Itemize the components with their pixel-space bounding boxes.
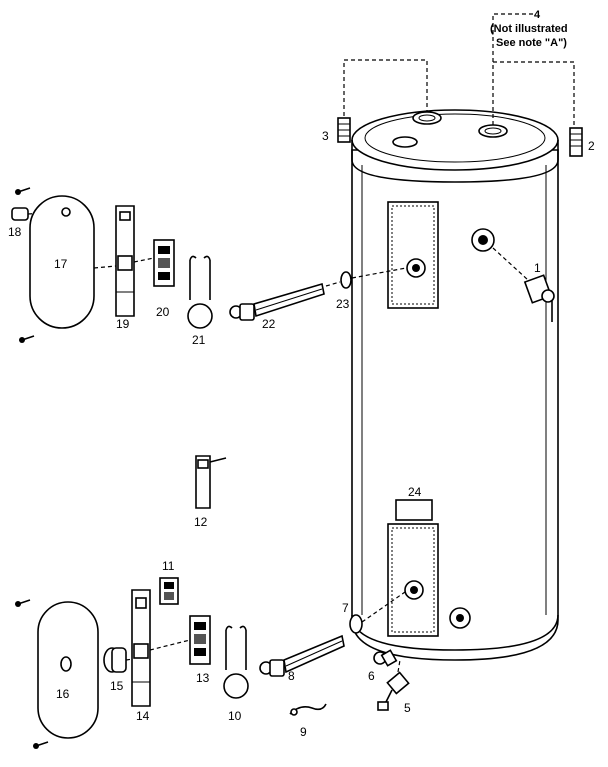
- label-16: 16: [56, 687, 70, 701]
- note-4-line-2: See note "A"): [496, 37, 567, 49]
- screw-icon: [19, 335, 35, 343]
- thermostat-part-13: [189, 615, 211, 665]
- label-15: 15: [110, 679, 124, 693]
- gasket-part-23: [340, 271, 352, 289]
- note-4-line-1: (Not illustrated: [490, 23, 568, 35]
- relief-valve-part-1: [492, 247, 555, 322]
- heating-element-part-8: [259, 634, 345, 677]
- label-8: 8: [288, 669, 295, 683]
- label-24: 24: [408, 485, 422, 499]
- nipple-part-3: [337, 117, 351, 143]
- access-cover-part-17: [29, 195, 95, 329]
- label-20: 20: [156, 305, 170, 319]
- label-19: 19: [116, 317, 130, 331]
- label-12: 12: [194, 515, 208, 529]
- label-23: 23: [336, 297, 350, 311]
- insulation-part-19: [115, 205, 135, 317]
- access-cover-part-16: [37, 601, 99, 739]
- label-1: 1: [534, 261, 541, 275]
- label-6: 6: [368, 669, 375, 683]
- gasket-part-7: [349, 614, 363, 634]
- label-5: 5: [404, 701, 411, 715]
- high-limit-switch-part-11: [159, 577, 179, 605]
- label-22: 22: [262, 317, 276, 331]
- heating-element-part-22: [229, 282, 325, 321]
- label-10: 10: [228, 709, 242, 723]
- drain-valve-part-5: [377, 659, 410, 711]
- screw-icon: [15, 187, 31, 195]
- label-21: 21: [192, 333, 206, 347]
- insulation-clip-part-12: [195, 455, 227, 509]
- knob-part-15: [103, 647, 127, 673]
- label-17: 17: [54, 257, 68, 271]
- wire-part-9: [289, 703, 327, 716]
- label-3: 3: [322, 129, 329, 143]
- screw-icon: [33, 741, 49, 749]
- nipple-part-2: [569, 127, 583, 157]
- label-7: 7: [342, 601, 349, 615]
- water-heater-tank: [351, 109, 559, 661]
- bracket-part-10: [223, 625, 249, 699]
- note-4-dashed-leaders: [343, 13, 575, 126]
- label-14: 14: [136, 709, 150, 723]
- label-18: 18: [8, 225, 22, 239]
- bracket-part-21: [187, 255, 213, 329]
- insulation-part-14: [131, 589, 151, 707]
- label-2: 2: [588, 139, 595, 153]
- label-11: 11: [162, 559, 175, 573]
- note-4-number: 4: [534, 9, 541, 21]
- drain-nipple-part-6: [373, 649, 398, 667]
- thermostat-part-20: [153, 239, 175, 287]
- screw-icon: [15, 599, 31, 607]
- label-13: 13: [196, 671, 210, 685]
- label-9: 9: [300, 725, 307, 739]
